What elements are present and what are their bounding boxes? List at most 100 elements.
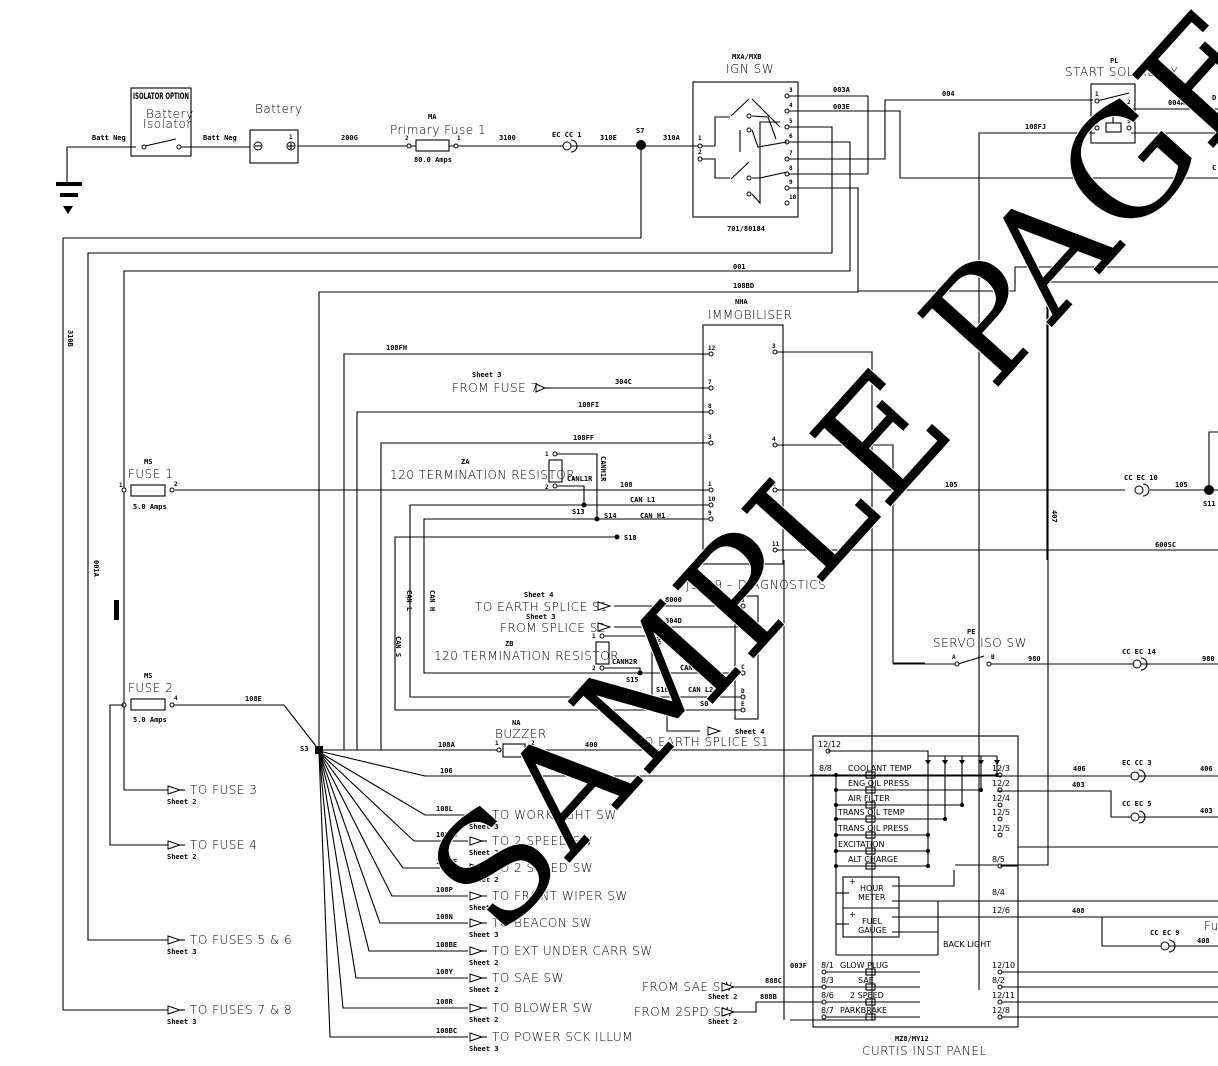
termination-resistor-zb: ZB 120 TERMINATION RESISTOR 1 2 CANL2R C…	[434, 630, 708, 713]
fan-destination-label: TO FRONT WIPER SW	[492, 889, 628, 903]
fan-wire-label: 108R	[436, 998, 454, 1006]
from-sae-sw[interactable]: FROM SAE SW	[642, 980, 733, 994]
wire-label-can-l1: CAN L1	[630, 496, 655, 504]
connector-arrow-icon	[167, 785, 182, 795]
j1939-diagnostics[interactable]: J1939 – DIAGNOSTICS	[686, 578, 826, 720]
edge-label-d: D	[1212, 94, 1216, 102]
wire-label-canl2r: CANL2R	[654, 630, 662, 656]
inst-bottom-pin-left: 8/3	[821, 976, 834, 985]
edge-label-c: C	[1212, 164, 1216, 172]
diode-icon	[959, 760, 965, 765]
curtis-inst-panel[interactable]: MZ8/MY12 CURTIS INST PANEL 12/12 8/8 COO…	[810, 735, 1218, 1058]
wire-label-108e: 108E	[245, 695, 262, 703]
immobiliser-pin-label: 1	[708, 481, 712, 488]
ign-pin-terminal	[784, 108, 790, 114]
immobiliser-pin-label: 4	[772, 436, 776, 443]
from-splice-s2[interactable]: FROM SPLICE S2	[500, 621, 606, 635]
servo-iso-switch[interactable]: PE SERVO ISO SW A B	[933, 628, 1027, 667]
wire-label-can-l: CAN L	[405, 590, 413, 611]
fan-destination-label: TO EXT UNDER CARR SW	[492, 944, 653, 958]
inst-bottom-label: GLOW PLUG	[840, 961, 888, 970]
from-2spd-sw[interactable]: FROM 2SPD SW	[634, 1005, 734, 1019]
servo-pin-a: A	[952, 654, 956, 661]
hour-meter-label: HOUR	[860, 884, 884, 893]
fan-destination-label: TO SAE SW	[492, 971, 564, 985]
ign-pin-2: 2	[698, 149, 702, 156]
wire-label-888c: 888C	[765, 977, 782, 985]
fuse2-rating: 5.0 Amps	[133, 716, 167, 724]
fan-destination-label: TO BLOWER SW	[492, 1001, 593, 1015]
connector-arrow-icon	[469, 836, 484, 846]
fuse2-code: MS	[144, 672, 152, 680]
j1939-pin-label: D	[741, 688, 745, 695]
immobiliser-pin-label: 8	[708, 403, 712, 410]
j1939-pin-label: C	[741, 664, 745, 671]
ign-pin-1: 1	[698, 135, 702, 142]
battery-isolator[interactable]: ISOLATOR OPTION Battery Isolator	[130, 87, 194, 157]
inst-panel-row: EXCITATION	[834, 840, 930, 855]
wire-label-403: 403	[1072, 781, 1085, 789]
splice-s17: S17	[666, 699, 679, 707]
fan-destination-sheet: Sheet 2	[469, 904, 499, 912]
inst-bottom-pin-right: 8/2	[992, 976, 1005, 985]
wire-label-can-l2: CAN L2	[688, 686, 713, 694]
immobiliser-pin-label: 10	[708, 496, 716, 503]
wire-label-310a: 310A	[663, 134, 681, 142]
immobiliser-pin	[708, 487, 714, 493]
immobiliser-code: NHA	[735, 298, 748, 306]
j1939-pin	[740, 624, 746, 630]
isolator-option-label: ISOLATOR OPTION	[133, 92, 189, 102]
immobiliser-title: IMMOBILISER	[708, 308, 792, 322]
inst-row-pin: 12/5	[992, 824, 1010, 833]
wire-label-batt-neg-2: Batt Neg	[203, 134, 237, 142]
to-earth-splice-s1[interactable]: TO EARTH SPLICE S1	[475, 600, 608, 614]
back-light-label: BACK LIGHT	[943, 940, 991, 949]
ign-pin-terminal	[784, 200, 790, 206]
connector-ec-cc3: EC CC 3	[1122, 759, 1152, 783]
immobiliser-pin	[708, 385, 714, 391]
diode-icon	[994, 760, 1000, 765]
connector-arrow-icon	[167, 840, 182, 850]
connector-arrow-icon	[469, 863, 484, 873]
ign-pin-label: 6	[789, 133, 793, 140]
destination-label: TO FUSES 5 & 6	[190, 933, 292, 947]
start-sol-relay[interactable]: PL START SOL RELAY 1 2 4 5	[1065, 57, 1179, 144]
wire-label-can-h: CAN H	[428, 590, 436, 611]
edge-label-fu: Fu	[1204, 919, 1218, 933]
relay-title: START SOL RELAY	[1065, 65, 1179, 79]
wire-label-can-h1: CAN H1	[640, 512, 665, 520]
sample-page-watermark: SAMPLE PAGE	[397, 0, 1218, 964]
immobiliser-pin-label: 9	[708, 510, 712, 517]
fan-destination-sheet: Sheet 2	[469, 1016, 499, 1024]
inst-row-pin: 12/4	[992, 794, 1010, 803]
from-fuse7-label[interactable]: FROM FUSE 7	[452, 381, 539, 395]
inst-bottom-pin-right: 12/8	[992, 1006, 1010, 1015]
splice-s0: S0	[700, 700, 708, 708]
to-earth-splice-s1-2[interactable]: TO EARTH SPLICE S1	[636, 735, 769, 749]
wire-label-108fh: 108FH	[386, 344, 407, 352]
primary-fuse-pin-1: 1	[457, 135, 461, 142]
fuel-gauge-label: FUEL	[862, 917, 883, 926]
diode-icon	[978, 760, 984, 765]
relay-pin-5: 5	[1127, 118, 1131, 125]
buzzer-pin-1: 1	[495, 740, 499, 747]
wire-label-004a: 004A	[1168, 99, 1186, 107]
from-splice-sheet: Sheet 3	[526, 613, 556, 621]
j1939-title: J1939 – DIAGNOSTICS	[686, 578, 826, 592]
